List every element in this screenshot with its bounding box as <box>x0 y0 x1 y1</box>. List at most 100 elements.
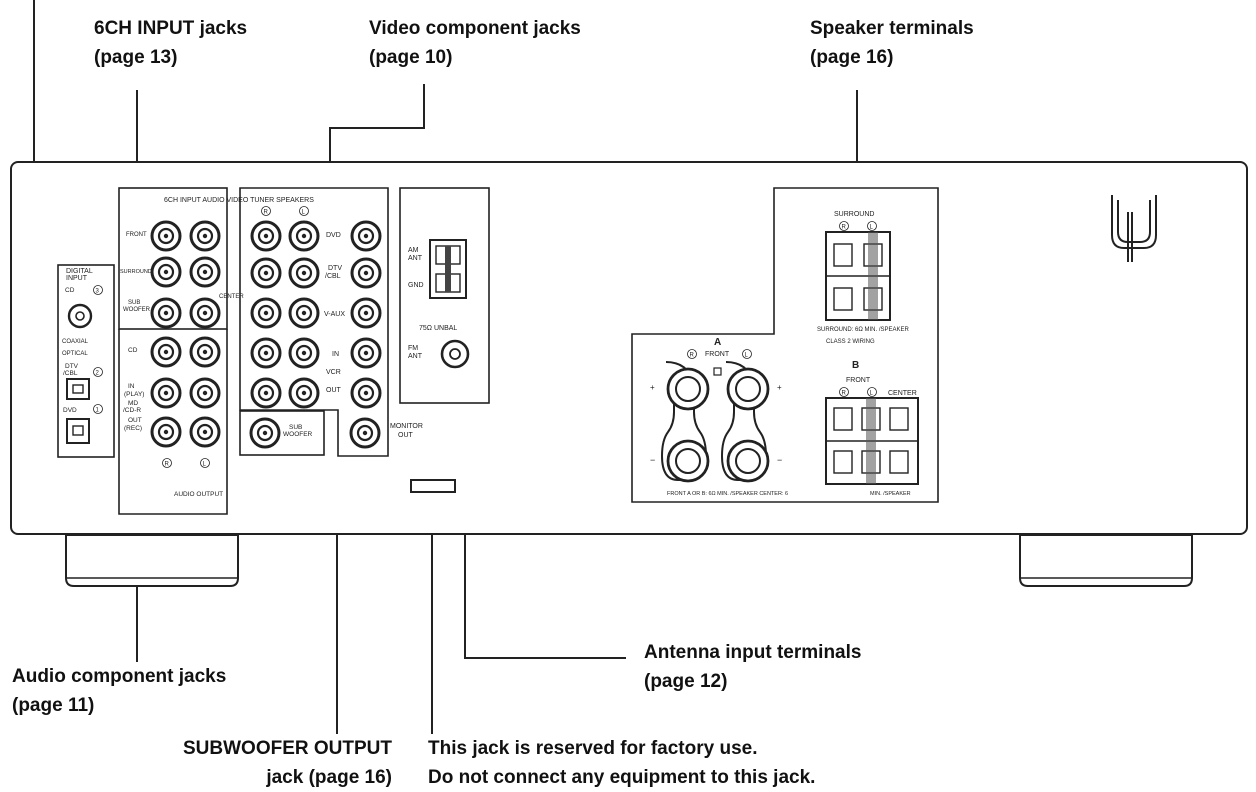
svg-text:+: + <box>650 383 655 392</box>
callout-audio-title: Audio component jacks <box>12 666 227 687</box>
video-in-label: IN <box>332 351 339 358</box>
6ch-input-section <box>118 187 228 330</box>
gnd-label: GND <box>408 282 424 289</box>
monitor-out-jack[interactable] <box>349 417 381 449</box>
6ch-surround-label: SURROUND <box>120 269 152 275</box>
audio-cd-label: CD <box>128 347 138 354</box>
callout-speaker-page: (page 16) <box>810 47 894 68</box>
6ch-surround-r-jack[interactable] <box>150 256 182 288</box>
callout-factory-jack-note: This jack is reserved for factory use. D… <box>428 734 815 792</box>
svg-text:+: + <box>777 383 782 392</box>
video-vcr-out-r-jack[interactable] <box>250 377 282 409</box>
video-dtv-label-1: DTV <box>328 265 342 272</box>
video-dtv-r-jack[interactable] <box>250 257 282 289</box>
audio-cd-l-jack[interactable] <box>189 336 221 368</box>
speaker-b-front-label: FRONT <box>846 377 871 384</box>
callout-audio-page: (page 11) <box>12 695 95 716</box>
video-vcr-in-l-jack[interactable] <box>288 337 320 369</box>
svg-text:−: − <box>777 455 782 465</box>
digital-input-label-2: INPUT <box>66 275 88 282</box>
rca-jacks <box>150 220 382 449</box>
video-dtv-label-2: /CBL <box>325 273 341 280</box>
audio-md-in-r-jack[interactable] <box>150 377 182 409</box>
6ch-front-l-jack[interactable] <box>189 220 221 252</box>
video-vcr-out-video-jack[interactable] <box>350 377 382 409</box>
leader-video <box>329 84 425 188</box>
antenna-section: AM ANT GND 75Ω UNBAL FM ANT <box>399 187 490 404</box>
6ch-center-jack[interactable] <box>189 297 221 329</box>
digital-num-1: 1 <box>96 408 100 414</box>
6ch-subwoofer-jack[interactable] <box>150 297 182 329</box>
audio-md-in-l-jack[interactable] <box>189 377 221 409</box>
surround-l-mark: L <box>870 225 874 231</box>
power-cord-icon <box>1111 195 1157 262</box>
audio-r-mark: R <box>165 462 170 468</box>
audio-cd-r-jack[interactable] <box>150 336 182 368</box>
video-out-label: OUT <box>326 387 342 394</box>
digital-dvd-label: DVD <box>63 407 77 414</box>
callout-video-page: (page 10) <box>369 47 453 68</box>
callout-speaker-terminals: Speaker terminals (page 16) <box>810 14 974 72</box>
video-vcr-in-video-jack[interactable] <box>350 337 382 369</box>
fm-ant-label-2: ANT <box>408 353 423 360</box>
audio-md-label-2: /CD-R <box>123 407 141 414</box>
video-vcr-out-l-jack[interactable] <box>288 377 320 409</box>
fm-ant-label-1: FM <box>408 345 418 352</box>
callout-6ch-input-jacks: 6CH INPUT jacks (page 13) <box>94 14 247 72</box>
callout-audio-component-jacks: Audio component jacks (page 11) <box>12 662 226 720</box>
video-dvd-label: DVD <box>326 232 341 239</box>
video-vcr-in-r-jack[interactable] <box>250 337 282 369</box>
front-b-r-mark: R <box>842 391 847 397</box>
audio-l-mark: L <box>203 462 207 468</box>
video-vaux-label: V-AUX <box>324 311 345 318</box>
callout-antenna-page: (page 12) <box>644 671 728 692</box>
audio-component-section <box>118 329 228 515</box>
surround-r-mark: R <box>842 225 847 231</box>
audio-out-rec-label-1: OUT <box>128 417 142 424</box>
subwoofer-label-2: WOOFER <box>283 431 313 438</box>
speaker-surround-label: SURROUND <box>834 211 874 218</box>
monitor-out-label-1: MONITOR <box>390 423 423 430</box>
6ch-front-r-jack[interactable] <box>150 220 182 252</box>
digital-dtv-label-1: DTV <box>65 363 79 370</box>
subwoofer-label-1: SUB <box>289 424 302 431</box>
video-dtv-video-jack[interactable] <box>350 257 382 289</box>
callout-antenna-title: Antenna input terminals <box>644 642 862 663</box>
digital-dtv-label-2: /CBL <box>63 370 78 377</box>
callout-6ch-title: 6CH INPUT jacks <box>94 18 248 39</box>
6ch-sub-label-2: WOOFER <box>123 307 151 313</box>
callout-factory-line1: This jack is reserved for factory use. <box>428 738 758 759</box>
audio-in-play-label-2: (PLAY) <box>124 391 144 398</box>
callout-speaker-title: Speaker terminals <box>810 18 974 39</box>
digital-num-2: 2 <box>96 371 100 377</box>
audio-in-play-label-1: IN <box>128 383 135 390</box>
digital-cd-label: CD <box>65 287 75 294</box>
audio-md-out-r-jack[interactable] <box>150 416 182 448</box>
panel-section-header: 6CH INPUT AUDIO VIDEO TUNER SPEAKERS <box>164 197 314 204</box>
6ch-surround-l-jack[interactable] <box>189 256 221 288</box>
digital-input-label-1: DIGITAL <box>66 268 93 275</box>
video-dvd-l-jack[interactable] <box>288 220 320 252</box>
video-vaux-r-jack[interactable] <box>250 297 282 329</box>
callout-subwoofer-page: jack (page 16) <box>266 767 392 788</box>
video-dvd-video-jack[interactable] <box>350 220 382 252</box>
video-vaux-video-jack[interactable] <box>350 297 382 329</box>
front-a-l-mark: L <box>745 353 749 359</box>
front-a-r-mark: R <box>690 353 695 359</box>
callout-factory-line2: Do not connect any equipment to this jac… <box>428 767 816 788</box>
video-r-mark: R <box>264 210 269 216</box>
audio-md-out-l-jack[interactable] <box>189 416 221 448</box>
video-dtv-l-jack[interactable] <box>288 257 320 289</box>
front-b-spec-label: MIN. /SPEAKER <box>870 491 911 497</box>
video-vaux-l-jack[interactable] <box>288 297 320 329</box>
surround-spec-label: SURROUND: 6Ω MIN. /SPEAKER <box>817 327 910 333</box>
right-foot <box>1019 534 1193 587</box>
callout-video-component-jacks: Video component jacks (page 10) <box>369 14 581 72</box>
subwoofer-output-jack[interactable] <box>249 417 281 449</box>
coaxial-label: COAXIAL <box>62 339 89 345</box>
audio-md-label-1: MD <box>128 400 138 407</box>
6ch-sub-label-1: SUB <box>128 300 140 306</box>
video-dvd-r-jack[interactable] <box>250 220 282 252</box>
front-a-spec-label: FRONT A OR B: 6Ω MIN. /SPEAKER CENTER: 6 <box>667 491 788 497</box>
